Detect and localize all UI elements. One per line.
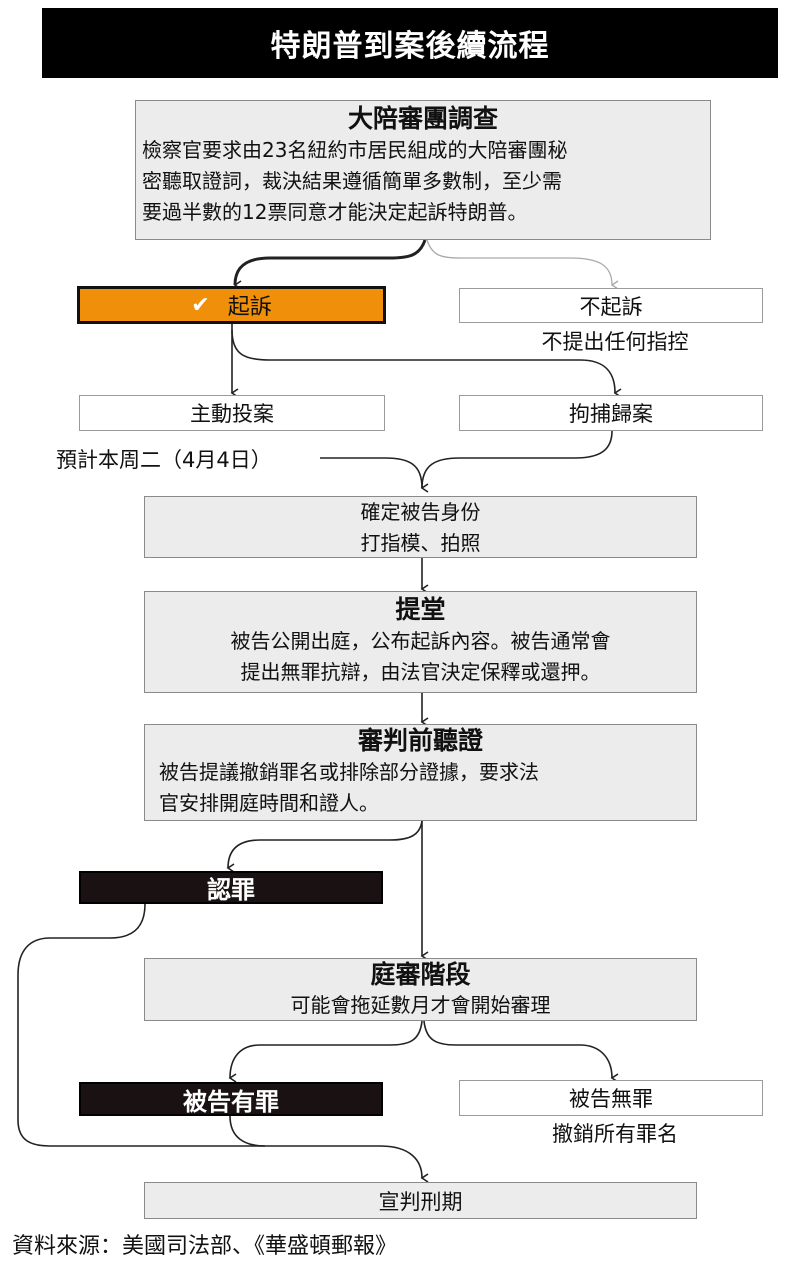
grand-jury-line: 要過半數的12票同意才能決定起訴特朗普。 bbox=[142, 200, 528, 224]
sentencing-box: 宣判刑期 bbox=[144, 1182, 697, 1219]
arrest-label: 拘捕歸案 bbox=[569, 402, 653, 426]
identify-line: 確定被告身份 bbox=[360, 500, 481, 524]
arraignment-line: 提出無罪抗辯，由法官決定保釋或還押。 bbox=[240, 660, 601, 684]
not-guilty-label: 被告無罪 bbox=[569, 1087, 653, 1111]
check-icon: ✔ bbox=[191, 292, 210, 318]
pretrial-line: 被告提議撤銷罪名或排除部分證據，要求法 bbox=[159, 760, 539, 784]
grand-jury-line: 檢察官要求由23名紐約市居民組成的大陪審團秘 bbox=[142, 138, 568, 162]
trial-box: 庭審階段 可能會拖延數月才會開始審理 bbox=[144, 958, 697, 1021]
guilty-label: 被告有罪 bbox=[183, 1087, 279, 1116]
trial-line: 可能會拖延數月才會開始審理 bbox=[290, 993, 551, 1017]
arrest-box: 拘捕歸案 bbox=[459, 395, 763, 431]
plea-to-sentencing bbox=[17, 903, 429, 1183]
page-title: 特朗普到案後續流程 bbox=[42, 8, 778, 78]
not-guilty-box: 被告無罪 bbox=[459, 1080, 763, 1116]
trial-heading: 庭審階段 bbox=[370, 960, 471, 989]
arrow-to-not-guilty bbox=[423, 1020, 619, 1083]
plea-box: 認罪 bbox=[79, 871, 383, 904]
no-indict-box: 不起訴 bbox=[459, 288, 763, 323]
arraignment-heading: 提堂 bbox=[395, 595, 446, 624]
guilty-to-sentencing bbox=[229, 1115, 266, 1147]
arrow-to-no-indict bbox=[426, 239, 619, 290]
merge-surrender bbox=[320, 457, 423, 489]
arrow-to-indict bbox=[233, 239, 427, 290]
indict-box: ✔ 起訴 bbox=[77, 286, 386, 324]
no-indict-note: 不提出任何指控 bbox=[541, 330, 689, 354]
indict-label: 起訴 bbox=[227, 295, 272, 320]
sentencing-label: 宣判刑期 bbox=[378, 1189, 463, 1214]
identify-line: 打指模、拍照 bbox=[360, 531, 481, 555]
plea-label: 認罪 bbox=[207, 876, 255, 904]
grand-jury-line: 密聽取證詞，裁決結果遵循簡單多數制，至少需 bbox=[142, 169, 562, 193]
surrender-label: 主動投案 bbox=[190, 402, 274, 426]
source-note: 資料來源：美國司法部、《華盛頓郵報》 bbox=[12, 1234, 398, 1259]
arrow-to-plea bbox=[226, 820, 423, 873]
arraignment-box: 提堂 被告公開出庭，公布起訴內容。被告通常會 提出無罪抗辯，由法官決定保釋或還押… bbox=[144, 591, 697, 693]
surrender-box: 主動投案 bbox=[79, 395, 385, 431]
no-indict-label: 不起訴 bbox=[579, 294, 643, 319]
grand-jury-box: 大陪審團調查 檢察官要求由23名紐約市居民組成的大陪審團秘 密聽取證詞，裁決結果… bbox=[135, 100, 711, 240]
pretrial-box: 審判前聽證 被告提議撤銷罪名或排除部分證據，要求法 官安排開庭時間和證人。 bbox=[144, 724, 697, 821]
arraignment-line: 被告公開出庭，公布起訴內容。被告通常會 bbox=[230, 629, 611, 653]
not-guilty-note: 撤銷所有罪名 bbox=[552, 1122, 678, 1146]
grand-jury-heading: 大陪審團調查 bbox=[347, 104, 498, 133]
guilty-box: 被告有罪 bbox=[79, 1082, 383, 1116]
arrow-to-guilty bbox=[228, 1020, 423, 1083]
surrender-date-note: 預計本周二（4月4日） bbox=[56, 448, 272, 472]
pretrial-line: 官安排開庭時間和證人。 bbox=[159, 791, 379, 815]
identify-box: 確定被告身份 打指模、拍照 bbox=[144, 496, 697, 558]
arrow-to-arrest bbox=[231, 329, 622, 398]
merge-arrest bbox=[420, 430, 613, 493]
pretrial-heading: 審判前聽證 bbox=[357, 726, 483, 755]
